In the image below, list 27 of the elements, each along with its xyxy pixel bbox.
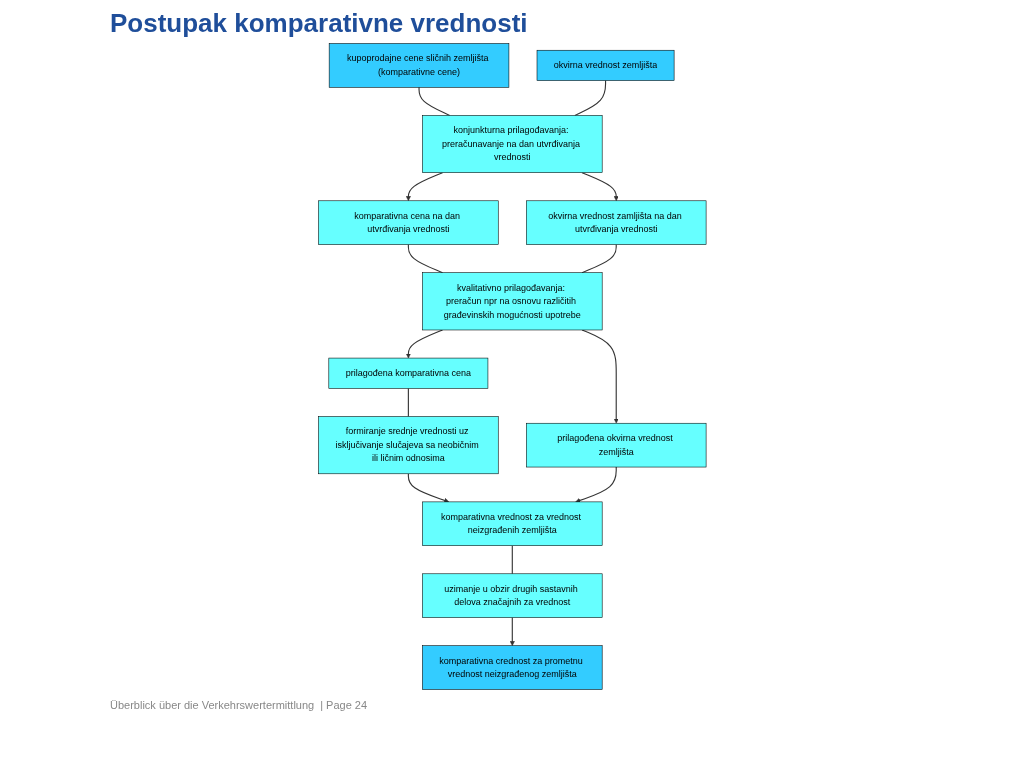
footer-text: Überblick über die Verkehrswertermittlung bbox=[110, 699, 315, 711]
node-box: prilagođena okvirna vrednost zemljišta bbox=[525, 422, 707, 468]
connector bbox=[511, 545, 513, 575]
node-box: konjunkturna prilagođavanja: preračunavanje na dan utvrđivanja vrednosti bbox=[421, 115, 603, 173]
node-box: kvalitativno prilagođavanja: preračun npr na osnovu različitih građevinskih mogućnosti upotrebe bbox=[421, 272, 603, 331]
connector bbox=[407, 244, 443, 274]
connector bbox=[407, 387, 409, 418]
connector bbox=[418, 86, 450, 116]
footer-text: | Page 24 bbox=[320, 699, 368, 711]
arrow bbox=[581, 172, 619, 201]
arrow bbox=[407, 473, 449, 503]
node-box: okvirna vrednost zemljišta bbox=[536, 49, 675, 81]
node-box: komparativna vrednost za vrednost neizgrađenih zemljišta bbox=[421, 501, 603, 546]
arrow bbox=[405, 172, 443, 201]
node-box: okvirna vrednost zamljišta na dan utvrđivanja vrednosti bbox=[525, 200, 707, 245]
node-box: uzimanje u obzir drugih sastavnih delova značajnih za vrednost bbox=[421, 573, 603, 618]
node-box: formiranje srednje vrednosti uz isključivanje slučajeva sa neobičnim ili ličnim odnosima bbox=[317, 416, 499, 475]
node-box: kupoprodajne cene sličnih zemljišta (komparativne cene) bbox=[328, 43, 509, 88]
node-box: prilagođena komparativna cena bbox=[328, 357, 488, 389]
node-box: komparativna crednost za prometnu vrednost neizgrađenog zemljišta bbox=[421, 645, 603, 690]
arrow bbox=[509, 617, 515, 646]
arrow bbox=[405, 329, 443, 359]
arrow bbox=[575, 466, 617, 503]
arrow bbox=[581, 329, 619, 424]
title: Postupak komparativne vrednosti bbox=[110, 8, 529, 39]
node-box: komparativna cena na dan utvrđivanja vrednosti bbox=[317, 200, 499, 245]
connector bbox=[574, 80, 606, 116]
